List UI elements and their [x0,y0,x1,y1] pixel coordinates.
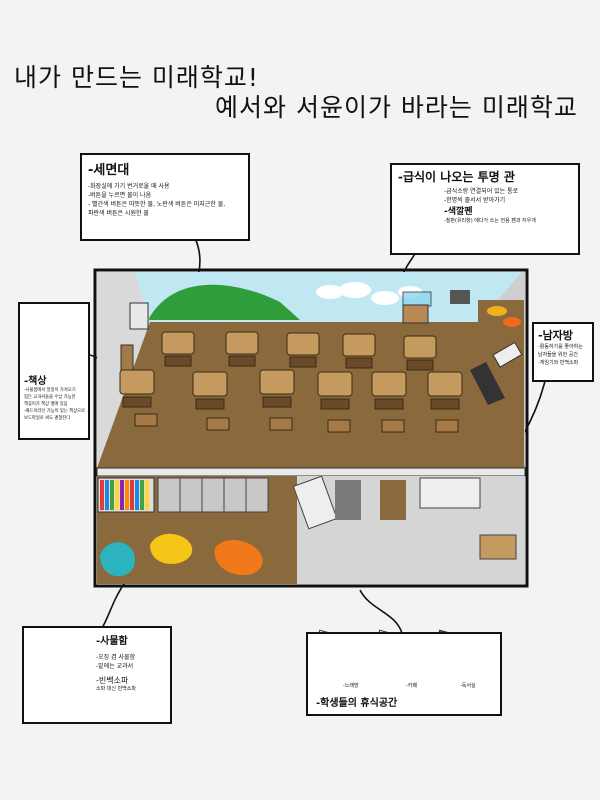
beanbag-line: 소파 대신 빈백소파 [96,686,136,692]
beanbag-orange [503,317,521,327]
pen-stand [450,290,470,304]
rest-area-callout: -노래방 -카페 -독서실 -학생들의 휴식공간 [306,632,502,716]
boys-room-line-3: -게임기와 빈백소파 [538,360,579,366]
title-line-1: 내가 만드는 미래학교! [14,63,259,92]
meal-tube-heading: -급식이 나오는 투명 관 [398,170,515,184]
desks [119,331,463,433]
beanbag-yellow [487,306,507,316]
boys-room-line-2: 남자들을 위한 공간 [538,352,578,358]
pen-line: -칠판(유리창) 에다가 쓰는 전용 펜과 지우개 [444,218,536,224]
door [120,344,134,371]
rest-label-library: -독서실 [460,683,476,689]
locker-line-2: -밑에는 교과서 [96,663,134,670]
desk-line-4: -패드이라던 기능이 있는 책상으로 [24,409,85,414]
rest-label-karaoke: -노래방 [343,683,359,689]
meal-tube-line-2: -한명씩 줄서서 받아가기 [444,197,506,204]
beanbag-yellow-large [150,533,193,564]
room-frame [93,268,529,588]
cafe [419,477,481,509]
rest-room-3 [380,480,406,520]
desk-callout: -책상 -사물함에서 일일이 가져오기 힘든 교과서들을 수납 가능한 책꽂이가… [18,302,90,440]
title-line-2: 예서와 서윤이가 바라는 미래학교 [215,93,578,122]
beanbag-orange-large [214,539,263,576]
desk-line-5: 보드파일로 써도 괜찮진다 [24,416,71,421]
locker-line-1: -오징 겸 사물함 [96,654,136,661]
cafe-table [479,534,517,560]
beanbag-heading: -빈백소파 [96,676,129,685]
sink-line-3: - 빨간색 버튼은 따뜻한 물, 노란색 버튼은 미지근한 물, [88,201,226,208]
desk-line-1: -사물함에서 일일이 가져오기 [24,388,76,393]
rest-room-2 [335,480,361,520]
sink-callout-heading: -세면대 [88,163,130,178]
sink-line-4: 파란색 버튼은 시원한 물 [88,210,149,217]
boys-room-callout: -남자방 -활동하기를 좋아하는 남자들을 위한 공간 -게임기와 빈백소파 [532,322,594,382]
rest-label-cafe: -카페 [406,683,418,689]
desk-line-2: 힘든 교과서들을 수납 가능한 [24,395,76,400]
sink-line-2: -버튼을 누르면 물이 나옴 [88,192,152,199]
locker-callout: -사물함 -오징 겸 사물함 -밑에는 교과서 -빈백소파 소파 대신 빈백소파 [22,626,172,724]
meal-box [402,304,429,324]
meal-tube-callout: -급식이 나오는 투명 관 -급식소랑 연결되어 있는 통로 -한명씩 줄서서 … [390,163,580,255]
meal-tube-line-1: -급식소랑 연결되어 있는 통로 [444,188,519,195]
boys-room-line-1: -활동하기를 좋아하는 [538,344,583,350]
lockers [157,477,269,513]
tv-screen [492,341,523,368]
sink [129,302,149,330]
rest-area-floor [297,476,525,584]
green-hill [148,284,300,320]
rest-room-1 [292,475,338,530]
desk-heading: -책상 [24,376,47,387]
bookshelf [97,477,155,513]
rest-heading: -학생들의 휴식공간 [316,698,398,709]
game-console [470,362,505,405]
desk-line-3: 책꽂이가 책상 옆에 있음 [24,402,68,407]
locker-heading: -사물함 [96,636,128,647]
beanbag-teal [100,542,135,577]
meal-tube [402,291,432,307]
partition [96,467,526,477]
sink-line-1: -화장실에 가기 번거로울 때 사용 [88,183,170,190]
boys-room-heading: -남자방 [538,329,573,342]
pen-heading: -색깔펜 [444,207,473,217]
sink-callout: -세면대 -화장실에 가기 번거로울 때 사용 -버튼을 누르면 물이 나옴 -… [80,153,250,241]
